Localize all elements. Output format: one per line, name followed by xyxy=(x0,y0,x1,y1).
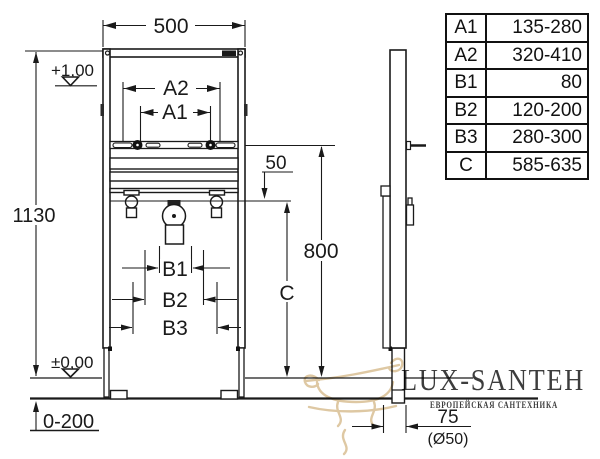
dimension-75: 75 (Ø50) xyxy=(352,405,471,448)
dim-a2-label: A2 xyxy=(163,77,189,100)
dim-range: 120-200 xyxy=(485,95,589,125)
dim-range: 80 xyxy=(485,68,589,98)
dim-0-200-label: 0-200 xyxy=(43,411,94,433)
dim-key: B1 xyxy=(445,68,487,98)
side-clip xyxy=(405,197,415,226)
dim-50-label: 50 xyxy=(265,153,286,174)
dimension-1130: 1130 xyxy=(6,50,103,376)
watermark-tagline: ЕВРОПЕЙСКАЯ САНТЕХНИКА xyxy=(430,400,558,410)
watermark-brand: LUX-SANTEH xyxy=(401,362,585,397)
table-row: C 585-635 xyxy=(445,150,589,180)
table-row: B1 80 xyxy=(445,68,589,98)
wall-hook xyxy=(380,185,391,197)
corner-hole-left xyxy=(104,50,111,56)
top-bracket xyxy=(222,50,236,56)
dim-b2-label: B2 xyxy=(162,289,188,312)
foot-plate-right xyxy=(220,389,239,400)
dimension-a1: A1 xyxy=(139,101,212,141)
foot-tube-right xyxy=(238,347,245,398)
foot-tube-left xyxy=(103,347,110,398)
dimension-c: C xyxy=(276,202,298,377)
dim-1130-label: 1130 xyxy=(12,205,55,227)
dim-range: 585-635 xyxy=(485,150,589,180)
dimension-800: 800 xyxy=(302,146,341,377)
water-connection-left xyxy=(123,189,140,219)
level-triangle-icon xyxy=(60,368,81,379)
wall-channel xyxy=(382,195,391,349)
water-connection-right xyxy=(208,189,226,219)
dimension-table: A1 135-280 A2 320-410 B1 80 B2 120-200 B… xyxy=(445,13,589,180)
dimension-500: 500 xyxy=(102,15,246,47)
table-row: A1 135-280 xyxy=(445,13,589,43)
wall-anchor-left xyxy=(100,104,104,116)
tap-rail xyxy=(109,140,239,150)
front-view-frame xyxy=(100,48,291,400)
dim-key: C xyxy=(445,150,487,180)
dim-b1-label: B1 xyxy=(162,258,188,281)
foot-plate-left xyxy=(109,389,128,400)
dim-key: B2 xyxy=(445,95,487,125)
dimension-b3: B3 xyxy=(109,282,241,340)
level-mark-zero: ±0,00 xyxy=(51,353,93,379)
level-triangle-icon xyxy=(60,76,81,87)
dimension-0-200: 0-200 xyxy=(30,401,99,433)
level-mark-plus-100: +1,00 xyxy=(51,61,97,87)
dim-range: 320-410 xyxy=(485,40,589,70)
dim-800-label: 800 xyxy=(303,240,338,263)
basin-stud xyxy=(405,140,426,151)
table-row: B3 280-300 xyxy=(445,123,589,153)
dim-key: A1 xyxy=(445,13,487,43)
dimension-b2: B2 xyxy=(112,250,237,312)
wall-anchor-right xyxy=(244,104,248,116)
dim-range: 280-300 xyxy=(485,123,589,153)
dimension-b1: B1 xyxy=(122,246,230,281)
bathtub-logo-icon xyxy=(303,357,404,456)
dim-500-label: 500 xyxy=(153,15,188,38)
dim-drain-pipe-label: (Ø50) xyxy=(428,431,469,448)
table-row: B2 120-200 xyxy=(445,95,589,125)
dimension-a2: A2 xyxy=(122,77,221,141)
dimension-50: 50 xyxy=(245,144,335,199)
level-zero-label: ±0,00 xyxy=(51,353,93,372)
watermark: LUX-SANTEH ЕВРОПЕЙСКАЯ САНТЕХНИКА xyxy=(303,357,585,456)
table-row: A2 320-410 xyxy=(445,40,589,70)
dim-range: 135-280 xyxy=(485,13,589,43)
side-view-profile xyxy=(380,49,426,404)
drain-assembly xyxy=(161,200,187,245)
dim-a1-label: A1 xyxy=(162,101,188,124)
corner-hole-right xyxy=(237,50,244,56)
dim-75-label: 75 xyxy=(437,407,458,428)
dimensions: 500 A2 A1 xyxy=(6,15,471,448)
dim-key: B3 xyxy=(445,123,487,153)
dim-c-label: C xyxy=(279,282,294,305)
dim-key: A2 xyxy=(445,40,487,70)
level-plus-100-label: +1,00 xyxy=(51,61,94,80)
dim-b3-label: B3 xyxy=(162,317,188,340)
